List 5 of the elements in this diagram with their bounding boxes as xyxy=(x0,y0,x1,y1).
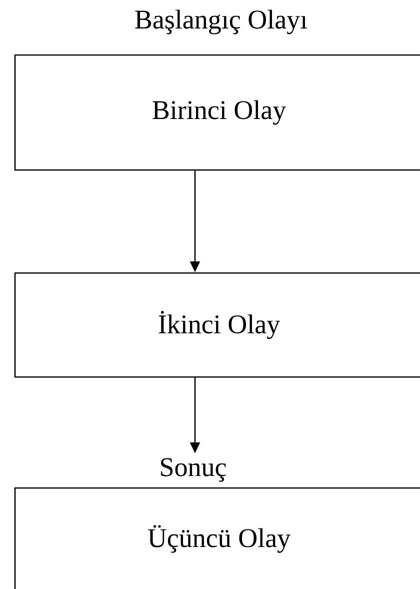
heading-text: Başlangıç Olayı xyxy=(135,10,308,34)
event-box: Üçüncü Olay xyxy=(14,487,420,589)
heading-text: Sonuç xyxy=(161,458,226,482)
event-box: İkinci Olay xyxy=(14,272,420,378)
event-box: Birinci Olay xyxy=(14,54,420,171)
